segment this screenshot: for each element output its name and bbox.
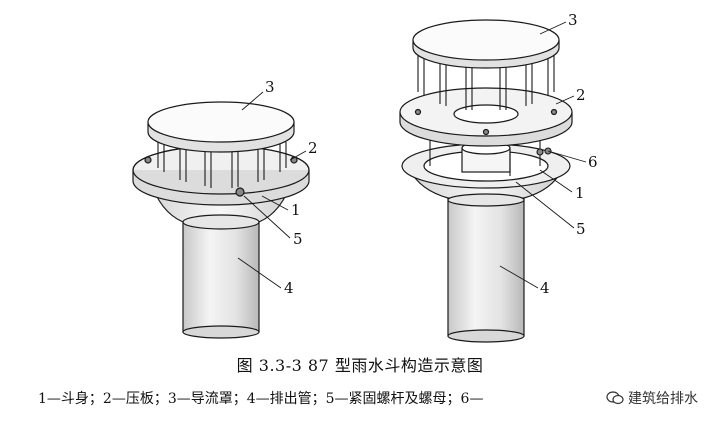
outlet-pipe-right: [447, 195, 525, 343]
callout-right-1: 1: [575, 184, 585, 202]
assembled-drain: [132, 91, 310, 339]
drain-body-right: [401, 141, 571, 207]
figure-legend: 1—斗身；2—压板；3—导流罩；4—排出管；5—紧固螺杆及螺母；6—: [38, 391, 484, 407]
nut-right: [536, 148, 544, 156]
callouts-right: 3 2 6 1 5 4: [540, 11, 598, 297]
callout-left-1: 1: [291, 201, 301, 219]
callouts-left: 3 2 1 5 4: [265, 78, 318, 297]
guide-vanes-left: [157, 142, 287, 188]
deflector-cap-right: [412, 19, 560, 69]
callout-left-4: 4: [284, 279, 294, 297]
callout-right-5: 5: [576, 220, 586, 238]
figure-caption: 图 3.3-3 87 型雨水斗构造示意图: [236, 356, 484, 375]
leader-lines-left: [237, 91, 307, 289]
watermark: 建筑给排水: [604, 388, 700, 408]
pressure-plate-left: [132, 145, 310, 206]
callout-left-5: 5: [293, 230, 303, 248]
callout-right-3: 3: [568, 11, 578, 29]
deflector-cap-left: [147, 101, 295, 153]
callout-left-2: 2: [308, 139, 318, 157]
callout-right-6: 6: [588, 153, 598, 171]
callout-right-2: 2: [576, 86, 586, 104]
chat-bubble-icon: [606, 391, 624, 405]
callout-left-3: 3: [265, 78, 275, 96]
exploded-drain: [399, 19, 587, 343]
watermark-text: 建筑给排水: [628, 391, 698, 407]
callout-right-4: 4: [540, 279, 550, 297]
pressure-plate-right: [399, 87, 573, 147]
leader-lines-right: [499, 21, 587, 289]
bolt-nut-left: [235, 187, 245, 197]
outlet-pipe-left: [182, 219, 260, 339]
guide-vanes-right: [417, 52, 555, 110]
